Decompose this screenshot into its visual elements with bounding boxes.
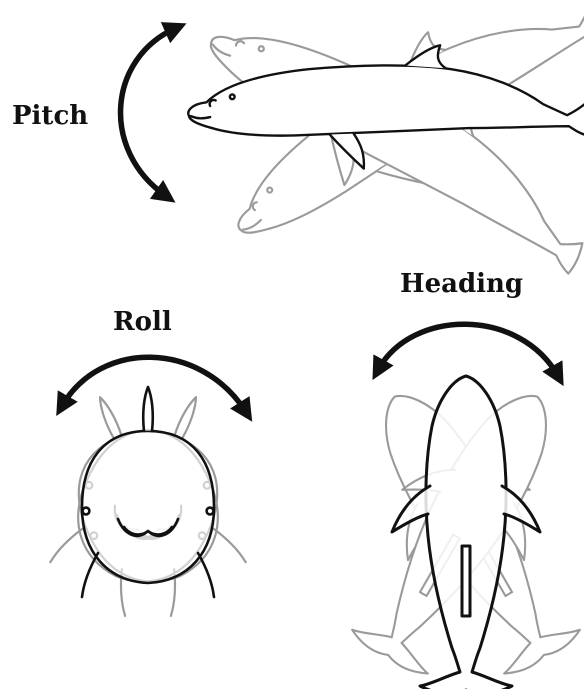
pitch-label: Pitch — [12, 101, 88, 131]
roll-label: Roll — [113, 307, 172, 337]
pitch-arrow-icon — [121, 28, 176, 196]
roll-main-head — [82, 387, 214, 597]
roll-group: Roll — [40, 307, 257, 616]
heading-group: Heading — [326, 269, 584, 689]
heading-label: Heading — [400, 269, 523, 299]
pitch-group: Pitch — [12, 0, 584, 305]
roll-arrow-icon — [62, 357, 246, 412]
heading-arrow-icon — [378, 324, 558, 376]
